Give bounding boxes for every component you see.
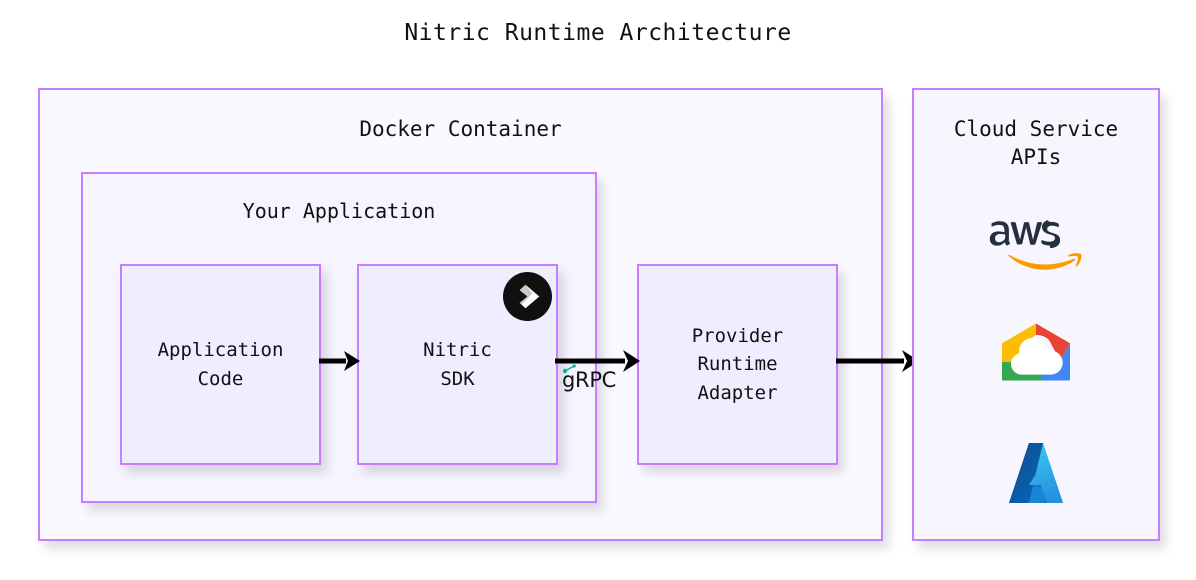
aws-logo-icon (988, 219, 1084, 281)
docker-container-label: Docker Container (359, 117, 562, 141)
arrow-right-icon-code-to-sdk (319, 347, 361, 375)
application-code-box: Application Code (120, 264, 321, 465)
provider-runtime-adapter-label: Provider Runtime Adapter (691, 324, 784, 404)
cloud-service-apis-panel: Cloud Service APIs (912, 88, 1160, 541)
application-code-label: Application Code (157, 339, 284, 390)
arrow-right-icon-sdk-to-adapter (555, 347, 641, 375)
microsoft-azure-logo-icon (999, 439, 1073, 517)
nitric-logo-icon (503, 272, 552, 321)
your-application-label: Your Application (242, 199, 436, 223)
google-cloud-logo-icon (997, 322, 1075, 398)
grpc-label-text: gRPC (562, 368, 617, 392)
grpc-mark-icon (563, 364, 576, 374)
page-title: Nitric Runtime Architecture (404, 20, 792, 46)
grpc-connection-label: gRPC (562, 364, 617, 392)
nitric-sdk-label: Nitric SDK (423, 339, 492, 390)
provider-runtime-adapter-box: Provider Runtime Adapter (637, 264, 838, 465)
arrow-right-icon-adapter-to-cloud (836, 347, 920, 375)
cloud-provider-logo-list (914, 198, 1158, 538)
cloud-service-apis-label: Cloud Service APIs (953, 117, 1119, 169)
